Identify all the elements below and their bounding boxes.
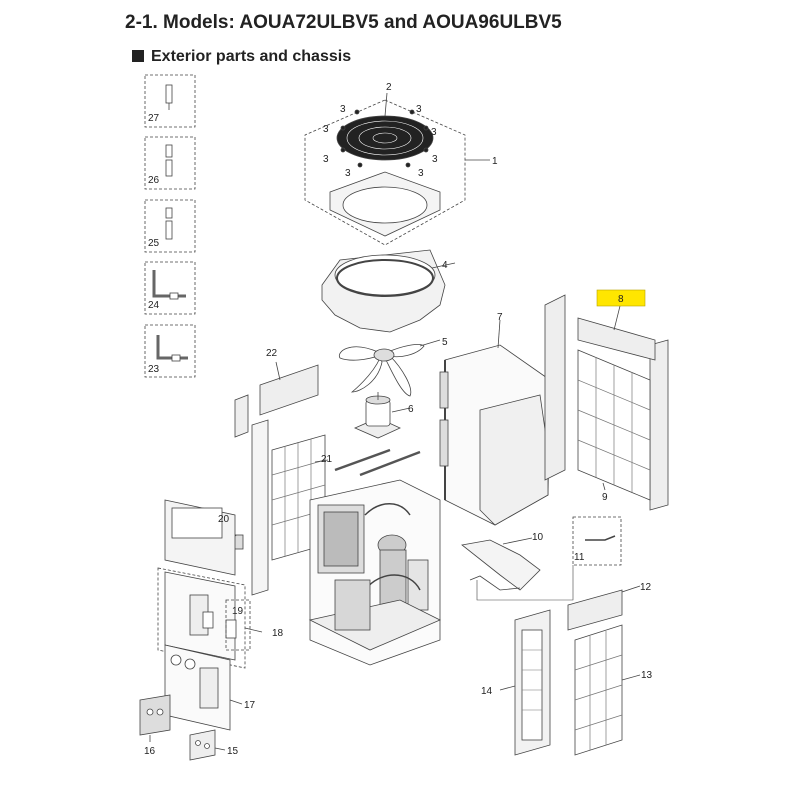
part-11-sensor[interactable] <box>476 516 622 601</box>
part-control-panel-top[interactable] <box>164 499 236 576</box>
label-part-7: 7 <box>497 312 503 323</box>
label-part-21: 21 <box>321 454 333 465</box>
part-13-guard[interactable] <box>574 624 641 756</box>
label-part-12: 12 <box>640 582 652 593</box>
part-18-front-panel[interactable] <box>157 567 263 669</box>
label-part-1: 1 <box>492 156 498 167</box>
part-16-valve-plate[interactable] <box>139 694 171 742</box>
chassis-assembly[interactable] <box>308 479 441 666</box>
part-box-24[interactable] <box>144 261 196 315</box>
part-box-25[interactable] <box>144 199 196 253</box>
label-part-8: 8 <box>618 294 624 305</box>
part-box-26[interactable] <box>144 136 196 190</box>
part-7-side-panel[interactable] <box>439 319 551 526</box>
section-subtitle: Exterior parts and chassis <box>132 48 351 66</box>
label-part-3e: 3 <box>323 154 329 165</box>
label-part-6: 6 <box>408 404 414 415</box>
square-bullet-icon <box>132 50 144 62</box>
part-10-sensor-bracket[interactable] <box>461 537 541 591</box>
label-part-14: 14 <box>481 686 493 697</box>
part-5-fan-blade[interactable] <box>338 339 441 397</box>
label-part-3g: 3 <box>345 168 351 179</box>
label-part-10: 10 <box>532 532 544 543</box>
label-part-3d: 3 <box>431 127 437 138</box>
page-title: 2-1. Models: AOUA72ULBV5 and AOUA96ULBV5 <box>125 12 562 33</box>
label-part-24: 24 <box>148 300 160 311</box>
label-part-27: 27 <box>148 113 160 124</box>
part-box-27[interactable] <box>144 74 196 128</box>
part-17-lower-panel[interactable] <box>164 644 243 731</box>
label-part-23: 23 <box>148 364 160 375</box>
label-part-3f: 3 <box>432 154 438 165</box>
label-part-3: 3 <box>340 104 346 115</box>
label-part-2: 2 <box>386 82 392 93</box>
label-part-17: 17 <box>244 700 256 711</box>
label-part-3c: 3 <box>323 124 329 135</box>
part-19-cover[interactable] <box>225 599 251 651</box>
part-22-bracket[interactable] <box>259 361 319 416</box>
part-1-top-panel[interactable] <box>304 99 490 246</box>
label-part-20: 20 <box>218 514 230 525</box>
part-12-bracket[interactable] <box>567 585 641 631</box>
label-part-11: 11 <box>574 552 585 563</box>
label-part-4: 4 <box>442 260 448 271</box>
label-part-16: 16 <box>144 746 156 757</box>
part-4-fan-shroud[interactable] <box>321 249 456 333</box>
label-part-3h: 3 <box>418 168 424 179</box>
label-part-9: 9 <box>602 492 608 503</box>
label-part-26: 26 <box>148 175 160 186</box>
part-9-rear-guard[interactable] <box>544 294 669 511</box>
label-part-22: 22 <box>266 348 278 359</box>
part-6-fan-motor[interactable] <box>353 392 411 439</box>
part-3-screws[interactable] <box>340 109 429 168</box>
part-side-post[interactable] <box>234 394 269 596</box>
label-part-18: 18 <box>272 628 284 639</box>
part-14-front-panel[interactable] <box>499 609 551 756</box>
label-part-15: 15 <box>227 746 239 757</box>
label-part-13: 13 <box>641 670 653 681</box>
part-15-valve-cover[interactable] <box>189 729 226 761</box>
label-part-5: 5 <box>442 337 448 348</box>
part-2-fan-guard[interactable] <box>336 92 434 161</box>
label-part-25: 25 <box>148 238 160 249</box>
part-8-top-bracket[interactable] <box>577 305 656 361</box>
part-rails[interactable] <box>334 448 421 477</box>
part-box-23[interactable] <box>144 324 196 378</box>
subtitle-text: Exterior parts and chassis <box>151 48 352 65</box>
highlight-part-8 <box>596 289 646 307</box>
label-part-3b: 3 <box>416 104 422 115</box>
label-part-19: 19 <box>232 606 244 617</box>
